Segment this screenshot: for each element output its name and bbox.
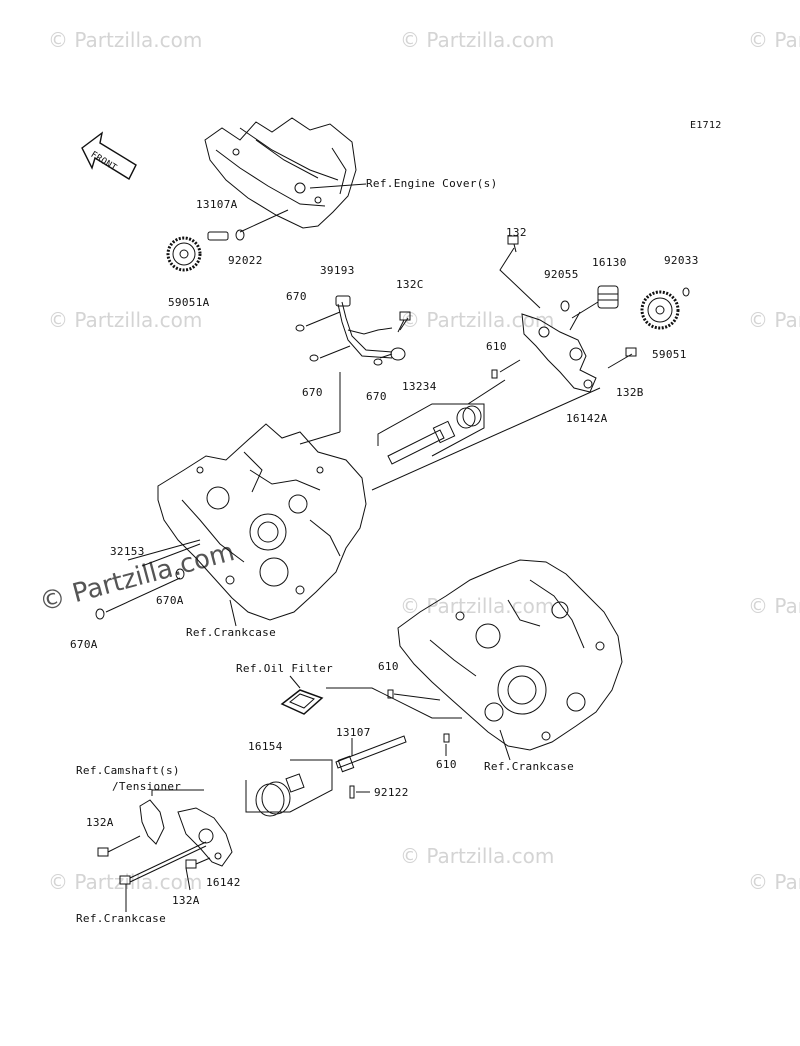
part-label: 610	[486, 340, 507, 353]
part-label: 132A	[86, 816, 114, 829]
watermark: © Partzilla.com	[400, 308, 555, 332]
part-label: 670	[302, 386, 323, 399]
watermark: © Partzilla.com	[48, 870, 203, 894]
part-label: 16142A	[566, 412, 608, 425]
bolt-132C	[397, 311, 411, 333]
part-label: 16154	[248, 740, 283, 753]
pin-92122	[349, 785, 355, 799]
pin-610	[443, 733, 450, 743]
part-label: 92055	[544, 268, 579, 281]
part-label: 610	[436, 758, 457, 771]
part-label: 59051	[652, 348, 687, 361]
tensioner-bracket	[139, 799, 165, 845]
part-label: 132A	[172, 894, 200, 907]
shaft-13234	[387, 405, 482, 465]
pin-610	[387, 689, 394, 699]
washer-92055	[560, 300, 570, 312]
part-label: 132B	[616, 386, 644, 399]
part-label: 13107	[336, 726, 371, 739]
part-label: 132C	[396, 278, 424, 291]
watermark: © Partzilla.com	[400, 28, 555, 52]
crankcase-lower	[397, 559, 623, 751]
part-label: 670A	[156, 594, 184, 607]
part-label: 16142	[206, 876, 241, 889]
part-label: 13107A	[196, 198, 238, 211]
ref-label: Ref.Engine Cover(s)	[366, 177, 498, 190]
sprocket-59051A	[166, 236, 202, 272]
ref-label: /Tensioner	[112, 780, 182, 793]
part-label: 670A	[70, 638, 98, 651]
ref-label: Ref.Crankcase	[186, 626, 276, 639]
rotor-16154	[255, 773, 305, 817]
pump-cover-16142	[177, 807, 233, 867]
bolt-132A	[185, 857, 211, 869]
sprocket-59051	[640, 290, 680, 330]
part-label: 39193	[320, 264, 355, 277]
bolt-132B	[607, 347, 637, 369]
part-label: 610	[378, 660, 399, 673]
part-label: 132	[506, 226, 527, 239]
oil-filter-gasket	[280, 689, 324, 715]
watermark: © Partzilla.com	[48, 28, 203, 52]
bolt-132A	[97, 835, 141, 857]
long-bolt	[119, 841, 207, 885]
part-label: 670	[286, 290, 307, 303]
watermark: © Partzilla.com	[748, 870, 800, 894]
part-label: 670	[366, 390, 387, 403]
part-label: 32153	[110, 545, 145, 558]
shaft-13107	[335, 735, 407, 773]
pump-body-16142A	[521, 313, 597, 393]
part-label: 16130	[592, 256, 627, 269]
engine-cover	[204, 117, 357, 229]
oring-670A	[175, 568, 185, 580]
bolt-132	[507, 235, 519, 253]
ref-label: Ref.Crankcase	[484, 760, 574, 773]
watermark: © Partzilla.com	[748, 28, 800, 52]
crankcase-upper	[157, 423, 367, 621]
watermark: © Partzilla.com	[48, 308, 203, 332]
oil-pipe-39193	[335, 295, 406, 361]
pin-13107A	[207, 231, 229, 241]
oring-670	[373, 358, 383, 366]
part-label: 92122	[374, 786, 409, 799]
oring-670	[309, 354, 319, 362]
part-label: 92033	[664, 254, 699, 267]
oring-670A	[95, 608, 105, 620]
clip-92033	[682, 287, 690, 297]
diagram-code: E1712	[690, 120, 722, 131]
pump-16130	[597, 285, 619, 309]
part-label: 13234	[402, 380, 437, 393]
watermark: © Partzilla.com	[400, 594, 555, 618]
part-label: 59051A	[168, 296, 210, 309]
pin-610	[491, 369, 498, 379]
ref-label: Ref.Crankcase	[76, 912, 166, 925]
front-arrow-icon	[81, 131, 137, 180]
oring-670	[295, 324, 305, 332]
ref-label: Ref.Oil Filter	[236, 662, 333, 675]
watermark: © Partzilla.com	[400, 844, 555, 868]
part-label: 92022	[228, 254, 263, 267]
ref-label: Ref.Camshaft(s)	[76, 764, 180, 777]
washer-92022	[235, 229, 245, 241]
watermark: © Partzilla.com	[748, 594, 800, 618]
watermark: © Partzilla.com	[748, 308, 800, 332]
